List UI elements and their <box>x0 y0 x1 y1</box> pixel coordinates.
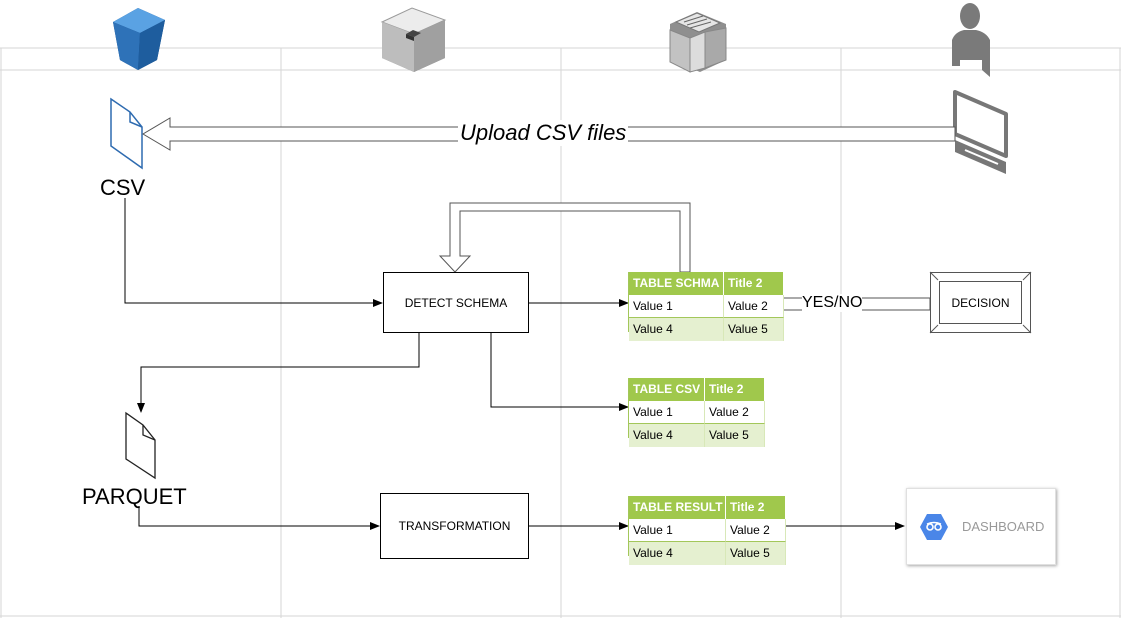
table-schema: TABLE SCHMA Title 2 Value 1 Value 2 Valu… <box>628 272 784 341</box>
table-csv: TABLE CSV Title 2 Value 1 Value 2 Value … <box>628 378 765 447</box>
table-header-cell: TABLE SCHMA <box>629 272 724 295</box>
transformation-box[interactable]: TRANSFORMATION <box>380 493 529 559</box>
laptop-icon <box>953 90 1008 174</box>
table-cell: Value 2 <box>705 401 765 424</box>
compute-engine-icon <box>380 7 447 72</box>
connector-parquet-to-transform <box>138 506 380 530</box>
table-header-row: TABLE CSV Title 2 <box>629 378 765 401</box>
dashboard-label: DASHBOARD <box>962 519 1045 534</box>
user-icon <box>952 3 990 77</box>
csv-label: CSV <box>100 175 146 200</box>
upload-label: Upload CSV files <box>458 120 629 146</box>
parquet-label: PARQUET <box>82 484 187 509</box>
table-cell: Value 5 <box>726 542 786 565</box>
decision-inner: DECISION <box>939 281 1022 324</box>
table-cell: Value 1 <box>629 401 705 424</box>
table-row: Value 1 Value 2 <box>629 519 786 542</box>
detect-schema-label: DETECT SCHEMA <box>404 295 508 310</box>
connector-csv-to-detect <box>124 198 383 307</box>
yesno-label: YES/NO <box>802 294 863 312</box>
table-result: TABLE RESULT Title 2 Value 1 Value 2 Val… <box>628 496 786 565</box>
table-header-cell: Title 2 <box>724 272 784 295</box>
storage-cube-icon <box>113 8 165 70</box>
connector-detect-to-tablecsv <box>490 333 629 411</box>
table-header-cell: TABLE CSV <box>629 378 705 401</box>
server-icon <box>669 12 727 73</box>
table-row: Value 4 Value 5 <box>629 542 786 565</box>
decision-frame <box>929 271 1032 334</box>
table-cell: Value 2 <box>726 519 786 542</box>
table-header-cell: Title 2 <box>726 496 786 519</box>
table-header-cell: TABLE RESULT <box>629 496 726 519</box>
table-row: Value 1 Value 2 <box>629 295 784 318</box>
detect-schema-box[interactable]: DETECT SCHEMA <box>383 272 529 333</box>
csv-file-icon <box>110 97 143 170</box>
table-header-row: TABLE SCHMA Title 2 <box>629 272 784 295</box>
connector-detect-to-parquet <box>137 333 420 413</box>
dashboard-card[interactable]: DASHBOARD <box>906 488 1056 565</box>
table-row: Value 4 Value 5 <box>629 318 784 341</box>
table-cell: Value 2 <box>724 295 784 318</box>
connectors <box>124 198 905 530</box>
dashboard-icon <box>920 514 948 540</box>
table-cell: Value 5 <box>724 318 784 341</box>
table-cell: Value 1 <box>629 519 726 542</box>
table-cell: Value 5 <box>705 424 765 447</box>
table-row: Value 4 Value 5 <box>629 424 765 447</box>
decision-label: DECISION <box>951 295 1010 310</box>
table-cell: Value 4 <box>629 318 724 341</box>
table-cell: Value 4 <box>629 542 726 565</box>
parquet-file-icon <box>125 411 156 480</box>
table-header-row: TABLE RESULT Title 2 <box>629 496 786 519</box>
table-cell: Value 4 <box>629 424 705 447</box>
table-cell: Value 1 <box>629 295 724 318</box>
schema-feedback-arrow <box>438 202 691 273</box>
table-row: Value 1 Value 2 <box>629 401 765 424</box>
transformation-label: TRANSFORMATION <box>398 519 511 533</box>
table-header-cell: Title 2 <box>705 378 765 401</box>
decision-box[interactable]: DECISION <box>929 271 1032 334</box>
